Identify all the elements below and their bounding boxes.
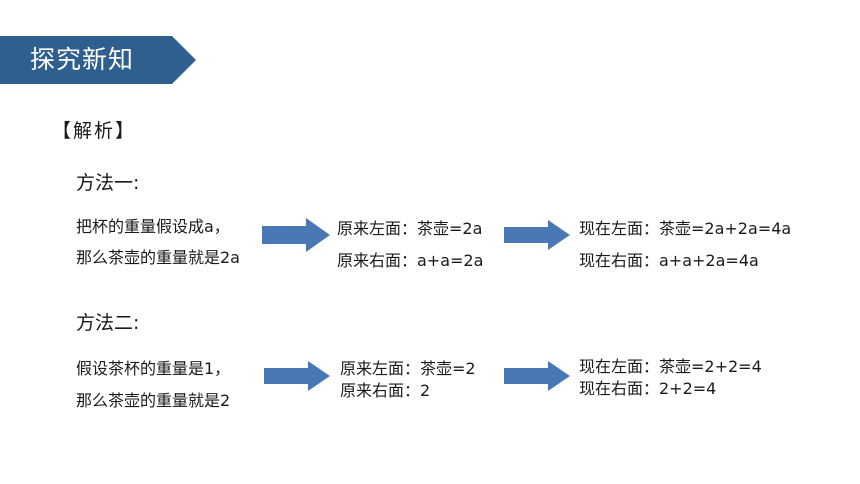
analysis-label: 【解析】 (52, 120, 137, 142)
section-banner: 探究新知 (0, 36, 196, 84)
method1-now-right: 现在右面：a+a+2a=4a (579, 251, 759, 270)
method1-premise-line1: 把杯的重量假设成a， (76, 217, 230, 236)
method2-premise-line1: 假设茶杯的重量是1， (76, 359, 231, 378)
banner-shape (0, 36, 196, 84)
arrow-right-icon (262, 218, 330, 252)
method2-now-left: 现在左面：茶壶=2+2=4 (579, 357, 762, 376)
method1-original-left: 原来左面：茶壶=2a (337, 219, 483, 238)
method2-now-right: 现在右面：2+2=4 (579, 379, 717, 398)
arrow-right-icon (504, 220, 570, 250)
method2-title: 方法二: (76, 312, 140, 334)
arrow-right-icon (504, 361, 570, 391)
method2-original-right: 原来右面：2 (340, 381, 431, 400)
banner-title: 探究新知 (30, 45, 135, 74)
arrow-right-icon (264, 361, 330, 391)
method1-premise-line2: 那么茶壶的重量就是2a (76, 248, 240, 267)
method2-premise-line2: 那么茶壶的重量就是2 (76, 391, 231, 410)
method1-now-left: 现在左面：茶壶=2a+2a=4a (579, 219, 792, 238)
method1-original-right: 原来右面：a+a=2a (337, 251, 484, 270)
method2-original-left: 原来左面：茶壶=2 (340, 359, 476, 378)
method1-title: 方法一: (76, 172, 140, 194)
